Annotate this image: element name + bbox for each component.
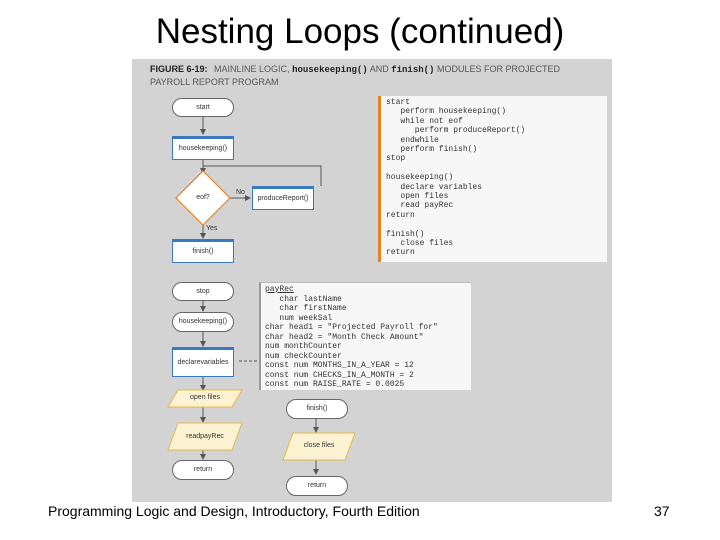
- code-line-vars: num weekSal: [265, 313, 333, 323]
- code-line-vars: char head1 = "Projected Payroll for": [265, 323, 438, 332]
- code-line-main: stop: [386, 154, 406, 164]
- eof-label: eof?: [196, 194, 210, 201]
- code-line-vars: payRec: [265, 285, 294, 294]
- code-line-main: open files: [386, 192, 449, 201]
- read-payrec-label: read payRec: [174, 427, 236, 447]
- caption-code-housekeeping: housekeeping(): [292, 65, 368, 75]
- code-line-vars: num checkCounter: [265, 351, 342, 361]
- start-terminal: start: [172, 98, 234, 117]
- read-label-2: payRec: [200, 433, 224, 440]
- finish-process: finish(): [172, 239, 234, 263]
- flowchart-connectors: [167, 117, 356, 475]
- code-line-main: perform produceReport(): [386, 126, 526, 136]
- code-line-vars: const num MONTHS_IN_A_YEAR = 12: [265, 361, 414, 370]
- close-files-label: close files: [303, 442, 335, 449]
- pseudocode-main-box: start perform housekeeping() while not e…: [378, 96, 607, 262]
- code-line-main: perform finish(): [386, 145, 478, 154]
- open-files-label: open files: [190, 394, 220, 401]
- figure-number: FIGURE 6-19:: [150, 64, 208, 74]
- code-line-main: close files: [386, 239, 454, 248]
- housekeeping-terminal: housekeeping(): [172, 312, 234, 332]
- caption-line-2: PAYROLL REPORT PROGRAM: [150, 77, 279, 87]
- read-payrec-parallelogram: [167, 422, 243, 451]
- code-line-main: finish(): [386, 229, 425, 239]
- flowchart-figure: FIGURE 6-19: MAINLINE LOGIC, housekeepin…: [132, 59, 612, 502]
- pseudocode-vars-box: payRec char lastName char firstName num …: [259, 282, 471, 390]
- return-terminal-1: return: [172, 460, 234, 480]
- produce-report-process: produceReport(): [252, 186, 314, 210]
- page-number: 37: [654, 503, 670, 519]
- slide-title: Nesting Loops (continued): [155, 12, 565, 51]
- code-line-vars: char firstName: [265, 304, 347, 313]
- caption-text-1: MAINLINE LOGIC,: [214, 64, 290, 74]
- return-terminal-2: return: [286, 476, 348, 496]
- code-line-main: housekeeping(): [386, 173, 454, 183]
- code-line-vars: const num CHECKS_IN_A_MONTH = 2: [265, 370, 414, 380]
- code-line-vars: char lastName: [265, 294, 342, 304]
- code-line-main: return: [386, 248, 415, 258]
- code-line-vars: const num RAISE_RATE = 0.0025: [265, 380, 405, 389]
- loop-back-line: [203, 165, 322, 186]
- figure-caption: FIGURE 6-19: MAINLINE LOGIC, housekeepin…: [150, 63, 600, 88]
- read-label-1: read: [186, 433, 201, 440]
- caption-code-finish: finish(): [391, 65, 435, 75]
- caption-text-2: AND: [369, 64, 389, 74]
- eof-decision-diamond: [175, 170, 231, 226]
- close-files-parallelogram: [282, 432, 356, 461]
- declare-variables-process: declare variables: [172, 347, 234, 377]
- code-line-main: start: [386, 98, 411, 107]
- finish-terminal: finish(): [286, 399, 348, 419]
- code-line-main: declare variables: [386, 182, 483, 192]
- code-line-vars: char head2 = "Month Check Amount": [265, 332, 424, 342]
- code-line-main: while not eof: [386, 116, 463, 126]
- code-line-main: return: [386, 210, 415, 220]
- declare-label-2: variables: [200, 359, 229, 366]
- code-line-main: read payRec: [386, 201, 454, 211]
- caption-text-3: MODULES FOR PROJECTED: [436, 64, 560, 74]
- no-label: No: [236, 189, 245, 196]
- code-line-main: endwhile: [386, 135, 439, 145]
- open-files-parallelogram: [167, 389, 243, 408]
- yes-label: Yes: [206, 225, 218, 232]
- code-line-vars: num monthCounter: [265, 342, 342, 351]
- housekeeping-process: housekeeping(): [172, 136, 234, 160]
- code-line-main: perform housekeeping(): [386, 107, 507, 117]
- slide-footer: Programming Logic and Design, Introducto…: [48, 503, 420, 519]
- declare-label-1: declare: [177, 359, 201, 366]
- stop-terminal: stop: [172, 282, 234, 301]
